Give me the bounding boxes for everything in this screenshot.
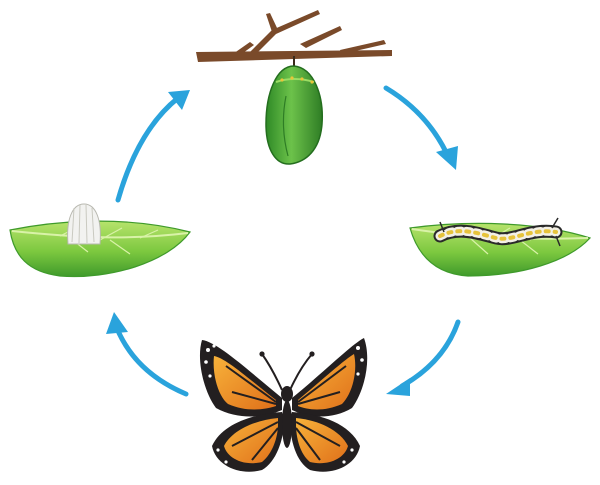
larva-stage: [410, 218, 590, 276]
arrow-pupa-to-larva-icon: [386, 88, 458, 170]
arrow-adult-to-egg-icon: [106, 312, 186, 394]
branch-icon: [196, 10, 392, 62]
butterfly-icon: [200, 338, 367, 472]
chrysalis-icon: [266, 56, 322, 164]
arrow-larva-to-adult-icon: [386, 322, 458, 396]
pupa-stage: [196, 10, 392, 164]
egg-stage: [10, 204, 190, 277]
adult-stage: [200, 338, 367, 472]
arrow-egg-to-pupa-icon: [118, 90, 190, 200]
egg-icon: [68, 204, 101, 244]
